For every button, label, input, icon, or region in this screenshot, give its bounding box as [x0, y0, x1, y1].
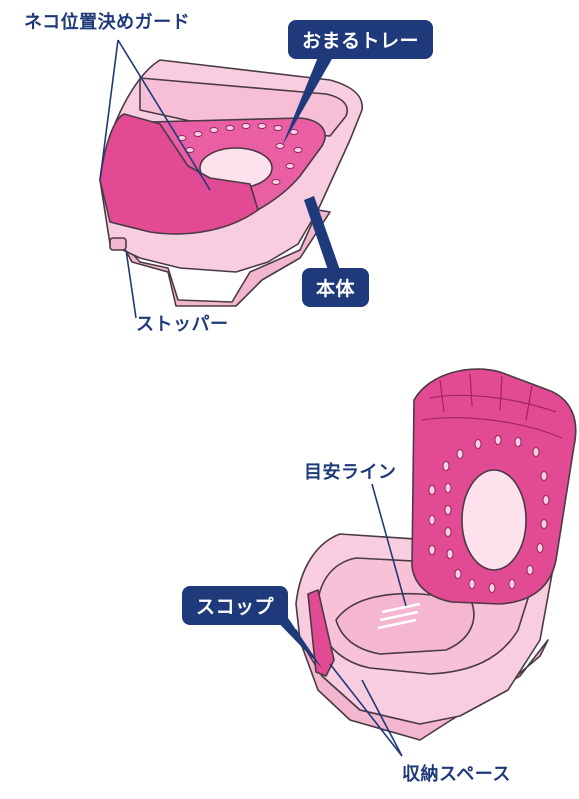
stopper — [109, 237, 127, 251]
top-pointers — [282, 52, 340, 270]
guide-lines — [377, 602, 421, 630]
raised-tray-holes — [428, 435, 550, 593]
top-leaders — [99, 39, 211, 319]
guide-line-label: 目安ライン — [304, 462, 397, 483]
bottom-pointers — [268, 612, 322, 668]
cat-position-guard — [99, 113, 259, 235]
scoop-tag: スコップ — [182, 586, 289, 625]
potty-tray-tag: おまるトレー — [288, 20, 434, 59]
body-base — [119, 209, 331, 307]
bottom-leaders — [329, 483, 407, 757]
opened-toilet — [295, 368, 577, 741]
main-body-tag: 本体 — [302, 268, 370, 307]
raised-tray-hole — [461, 469, 527, 571]
tray-ribs — [421, 373, 563, 439]
storage-space-label: 収納スペース — [402, 764, 511, 785]
cat-guard-label: ネコ位置決めガード — [24, 12, 191, 33]
stopper-label: ストッパー — [136, 314, 229, 335]
storage-divider — [335, 592, 475, 655]
